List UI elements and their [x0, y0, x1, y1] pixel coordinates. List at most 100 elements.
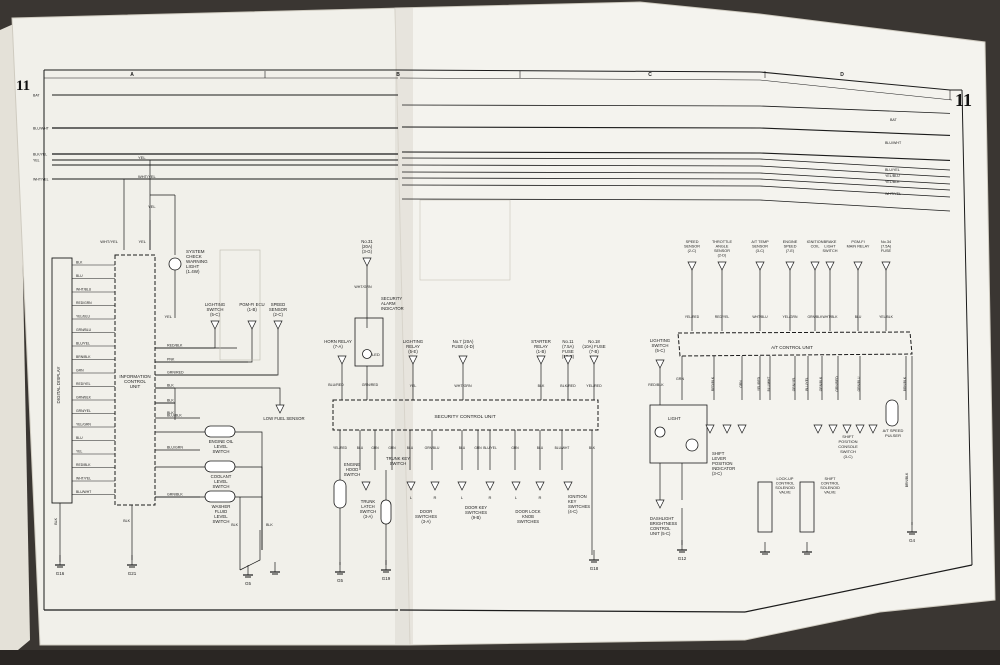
ignition-label: SWITCHES [568, 504, 590, 509]
lr-label: L [461, 495, 464, 500]
sensor-label: PGM-FI ECU [239, 302, 264, 307]
lockup-label: CONTROL [776, 482, 795, 486]
light-box [649, 404, 708, 464]
at-sensor-label: No.34 [881, 240, 891, 244]
bus-wire [401, 104, 951, 114]
at-output-label: RED/BLK [711, 376, 715, 391]
wire-label: BLK [266, 523, 273, 527]
fuse-label: No.11 [562, 339, 574, 344]
bus-wire [401, 164, 951, 178]
lr-label: R [539, 495, 542, 500]
fuse-label: (5-E) [408, 349, 418, 354]
switch-connector [485, 481, 495, 491]
trunk-latch-label: SWITCH [360, 509, 377, 514]
lockup-valve [757, 481, 773, 533]
ignition-label: (4-C) [568, 509, 578, 514]
wire-label: GRN/RED [362, 383, 379, 387]
bus-wire-label: BLU/WHT [885, 141, 902, 145]
wire-label: BLK [54, 517, 58, 524]
at-sensor-connector [717, 261, 727, 271]
hood-label: ENGINE [344, 462, 360, 467]
bus-wire-label: YEL/BLU [885, 174, 900, 178]
frame-top [759, 71, 951, 91]
level-switch-label: SWITCH [213, 449, 230, 454]
at-sensor-wire: YEL/RED [685, 315, 700, 319]
information-control-unit [114, 254, 156, 506]
ground-label: G18 [590, 566, 599, 571]
ground-label: G19 [382, 576, 391, 581]
wire-label: BLU/RED [328, 383, 344, 387]
fuse-connector [408, 355, 418, 365]
scu-output-label: BLU [357, 446, 364, 450]
shift-valve-label: CONTROL [821, 482, 840, 486]
sensor-label: (2-C) [273, 312, 283, 317]
at-sensor-label: SENSOR [714, 249, 730, 253]
switch-connector [361, 481, 371, 491]
fuse-label: FUSE [562, 349, 574, 354]
at-sensor-label: BRAKE [824, 240, 837, 244]
bus-wire [401, 184, 951, 198]
scu-output-label: BLU [459, 446, 466, 450]
console-connector [828, 424, 838, 434]
at-sensor-label: COIL [811, 245, 820, 249]
warning-light-label: LIGHT [186, 264, 200, 269]
led-label: LED [372, 352, 380, 357]
shift-indicator-label: LEVER [712, 456, 726, 461]
trunk-key-switch [380, 499, 392, 525]
level-switch-label: LEVEL [214, 479, 228, 484]
led-symbol [362, 349, 372, 359]
wire-label: YEL [164, 314, 172, 319]
lighting-switch-label: (5-C) [655, 348, 665, 353]
alarm-label: SECURITY [381, 296, 402, 301]
fuse-label: (7-B) [589, 349, 599, 354]
display-wire-label: RED/GRN [76, 301, 92, 305]
sensor-connector [247, 320, 257, 330]
horn-relay-label: HORN RELAY [324, 339, 352, 344]
shift-indicator-label: (3-C) [712, 471, 722, 476]
at-sensor-connector [881, 261, 891, 271]
light-label: LIGHT [668, 416, 681, 421]
at-sensor-label: SWITCH [823, 249, 838, 253]
trunk-latch-label: (3-A) [363, 514, 373, 519]
at-sensor-label: SPEED [686, 240, 699, 244]
left-page-edge [0, 22, 30, 665]
icu-output-label: BLK [167, 384, 174, 388]
display-wire-label: BLU [76, 274, 83, 278]
console-connector [855, 424, 865, 434]
ground-label: G16 [56, 571, 65, 576]
lighting-connector [655, 359, 665, 369]
fuse-connector [536, 355, 546, 365]
at-sensor-label: SPEED [784, 245, 797, 249]
door-key-label: (9-B) [471, 515, 481, 520]
level-switch [204, 460, 236, 473]
door-lock-label: KNOB [522, 514, 534, 519]
shift-console-label: CONSOLE [838, 444, 858, 449]
at-sensor-connector [825, 261, 835, 271]
sensor-connector [273, 320, 283, 330]
zone-strip [399, 77, 761, 81]
display-wire-label: BLU/YEL [76, 342, 90, 346]
at-sensor-label: (7.5A) [881, 245, 892, 249]
dimmer-label: BRIGHTNESS [650, 521, 677, 526]
right-page-number: 11 [955, 90, 973, 110]
console-connector [868, 424, 878, 434]
hood-label: SWITCH [344, 472, 361, 477]
wire-label: WHT/GRN [454, 384, 472, 388]
at-sensor-label: MAIN RELAY [847, 245, 870, 249]
shift-valve-label: SHIFT [825, 477, 837, 481]
fuse-label: (10A) FUSE [582, 344, 605, 349]
bus-wire-label: BLU/WHT [33, 127, 50, 131]
at-sensor-label: THROTTLE [712, 240, 733, 244]
sensor-label: LIGHTING [205, 302, 226, 307]
shift-console-label: POSITION [838, 439, 857, 444]
at-output-label: BRN/BLK [903, 376, 907, 391]
display-wire-label: GRN [76, 369, 84, 373]
lr-label: L [515, 495, 518, 500]
lr-label: R [434, 495, 437, 500]
lockup-label: SOLENOID [775, 486, 795, 490]
at-sensor-label: (3-C) [756, 249, 765, 253]
at-output-label: GRN/BLK [819, 376, 823, 391]
display-wire-label: RED/YEL [76, 382, 91, 386]
at-sensor-label: (2-C) [688, 249, 697, 253]
